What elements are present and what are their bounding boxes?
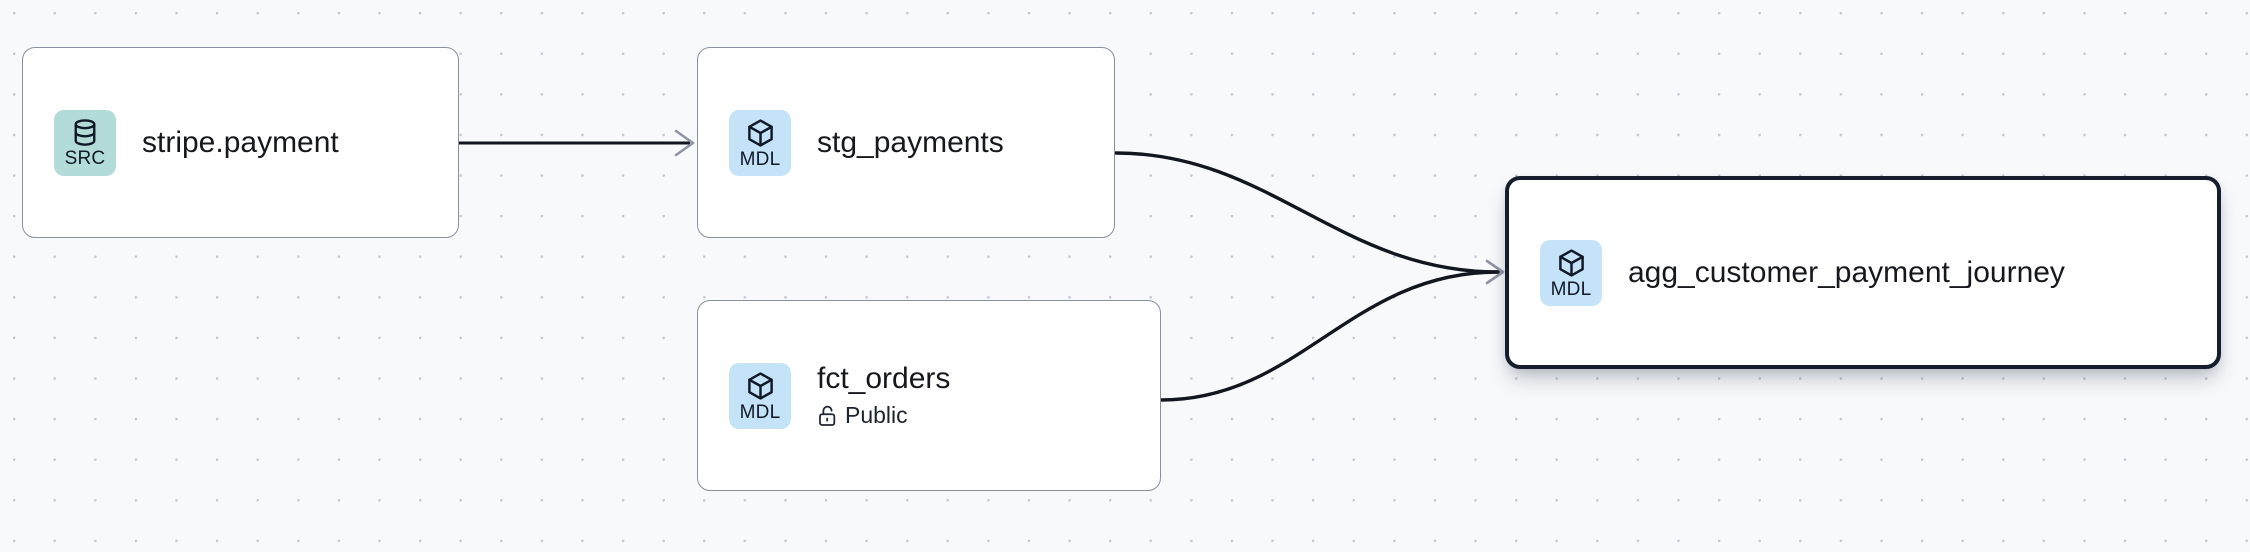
node-visibility: Public	[817, 401, 950, 430]
node-type-badge-label: SRC	[64, 148, 106, 169]
edge-stg-payments-to-agg-customer-payment-journey	[1114, 151, 1500, 274]
database-icon	[70, 117, 100, 149]
node-type-badge-mdl: MDL	[1540, 239, 1602, 306]
node-title: agg_customer_payment_journey	[1628, 255, 2065, 289]
edge-stripe-payment-to-stg-payments	[459, 129, 695, 157]
cube-icon	[745, 370, 776, 403]
cube-icon	[1556, 247, 1587, 280]
node-type-badge-mdl: MDL	[729, 362, 791, 429]
node-title: stripe.payment	[142, 125, 339, 159]
node-title: stg_payments	[817, 125, 1004, 159]
node-type-badge-mdl: MDL	[729, 109, 791, 176]
node-type-badge-label: MDL	[739, 148, 781, 170]
unlocked-padlock-icon	[817, 404, 838, 427]
lineage-node-stg-payments[interactable]: MDL stg_payments	[697, 47, 1115, 238]
lineage-node-agg-customer-payment-journey[interactable]: MDL agg_customer_payment_journey	[1505, 176, 2221, 369]
cube-icon	[745, 117, 776, 150]
lineage-node-stripe-payment[interactable]: SRC stripe.payment	[22, 47, 459, 238]
node-body: fct_orders Public	[817, 361, 950, 430]
node-body: agg_customer_payment_journey	[1628, 255, 2065, 291]
node-type-badge-label: MDL	[1550, 278, 1592, 300]
node-type-badge-src: SRC	[54, 109, 116, 176]
node-body: stripe.payment	[142, 125, 339, 161]
edge-fct-orders-to-agg-customer-payment-journey	[1159, 259, 1505, 402]
node-visibility-label: Public	[845, 402, 908, 428]
node-type-badge-label: MDL	[739, 401, 781, 423]
node-body: stg_payments	[817, 125, 1004, 161]
lineage-node-fct-orders[interactable]: MDL fct_orders Public	[697, 300, 1161, 491]
node-title: fct_orders	[817, 362, 951, 395]
